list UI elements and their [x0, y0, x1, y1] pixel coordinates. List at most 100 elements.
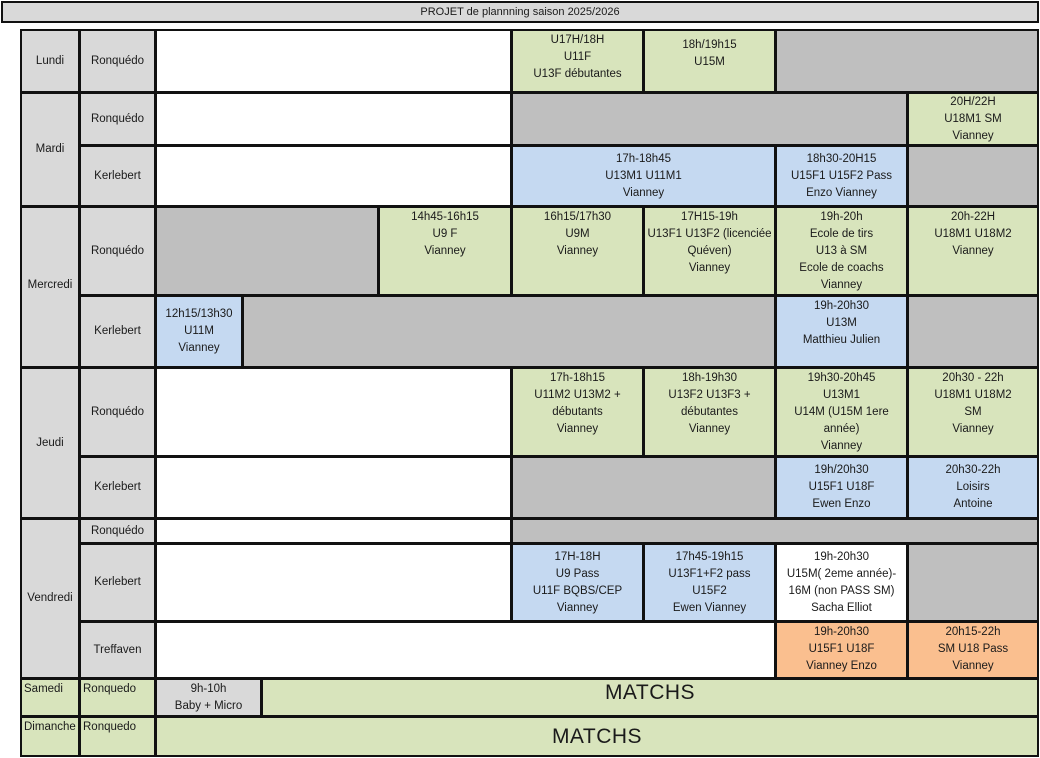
slot-line: 19h-20h30	[814, 626, 869, 638]
slot-line: U14M (U15M 1ere	[794, 406, 889, 418]
unavailable-slot	[242, 295, 776, 368]
venue-label-treffaven: Treffaven	[79, 621, 156, 679]
venue-label-ronquedo: Ronquedo	[79, 716, 156, 757]
slot-line: 18h/19h15	[682, 39, 737, 51]
slot-line: 9h-10h	[190, 682, 227, 695]
unavailable-slot	[907, 145, 1039, 207]
slot-line: Ecole de tirs	[809, 228, 874, 240]
slot-line: 20h30-22h	[945, 464, 1001, 476]
slot-line: 20H/22H	[950, 95, 996, 108]
day-label-jeudi: Jeudi	[20, 367, 80, 519]
slot-line: Loisirs	[956, 481, 990, 493]
empty-slot	[155, 543, 512, 622]
slot-line: Vianney	[178, 342, 220, 354]
slot-line: U15F1 U15F2 Pass	[791, 169, 892, 182]
slot-line: U13M1	[822, 389, 861, 401]
slot-line: U15F2	[692, 584, 727, 597]
venue-label-kerlebert: Kerlebert	[79, 456, 156, 519]
venue-label-kerlebert: Kerlebert	[79, 543, 156, 622]
slot-line: U15F1 U18F	[808, 643, 875, 655]
slot-line: Ewen Enzo	[812, 498, 871, 510]
slot-line: Vianney	[820, 279, 863, 291]
training-slot: 17h-18h45 U13M1 U11M1 Vianney	[511, 145, 776, 207]
slot-line: U15M	[694, 56, 725, 68]
slot-line: U13F débutantes	[533, 68, 622, 80]
venue-label-ronquedo: Ronquédo	[79, 367, 156, 457]
training-slot: 12h15/13h30 U11M Vianney	[155, 295, 243, 368]
slot-line: 18h-19h30	[682, 372, 737, 384]
training-slot: 19h-20h30 U15F1 U18F Vianney Enzo	[775, 621, 908, 679]
venue-label-kerlebert: Kerlebert	[79, 295, 156, 368]
training-slot: 17h45-19h15 U13F1+F2 pass U15F2 Ewen Via…	[643, 543, 776, 622]
slot-line: U13M1 U11M1	[605, 169, 682, 182]
training-slot: 19h30-20h45 U13M1 U14M (U15M 1ere année)…	[775, 367, 908, 457]
day-label-mardi: Mardi	[20, 92, 80, 207]
slot-line: 19h-20h30	[814, 300, 869, 312]
slot-line: U11F	[563, 51, 592, 63]
slot-line: SM	[964, 406, 982, 418]
training-slot: 16h15/17h30 U9M Vianney	[511, 206, 644, 296]
unavailable-slot	[775, 29, 1039, 93]
training-slot: 18h-19h30 U13F2 U13F3 + débutantes Viann…	[643, 367, 776, 457]
training-slot: 18h30-20H15 U15F1 U15F2 Pass Enzo Vianne…	[775, 145, 908, 207]
empty-slot	[155, 92, 512, 146]
slot-line: 17h-18h15	[550, 372, 605, 384]
slot-line: Vianney	[820, 440, 863, 452]
slot-line: U13F2 U13F3 +	[668, 389, 751, 401]
slot-line: Sacha Elliot	[811, 601, 872, 614]
training-slot: 20H/22H U18M1 SM Vianney	[907, 92, 1039, 146]
slot-line: 20h30 - 22h	[942, 372, 1004, 384]
slot-line: débutants	[552, 406, 603, 418]
slot-line: U11F BQBS/CEP	[532, 584, 623, 597]
slot-line: 19h-20h	[820, 211, 863, 223]
slot-line: Vianney	[622, 186, 665, 199]
unavailable-slot	[907, 295, 1039, 368]
slot-line: Vianney	[952, 660, 994, 672]
slot-line: U18M1 U18M2	[934, 389, 1012, 401]
slot-line: U13M	[826, 317, 857, 329]
slot-line: U15M( 2eme année)-	[786, 567, 897, 580]
slot-line: Antoine	[953, 498, 993, 510]
training-slot: 19h-20h30 U15M( 2eme année)- 16M (non PA…	[775, 543, 908, 622]
slot-line: U13F1 U13F2 (licenciée	[647, 228, 772, 240]
slot-line: Vianney	[556, 601, 599, 614]
slot-line: 18h30-20H15	[806, 152, 877, 165]
slot-line: Vianney Enzo	[806, 660, 877, 672]
training-slot: 19h-20h Ecole de tirs U13 à SM Ecole de …	[775, 206, 908, 296]
slot-line: Vianney	[952, 129, 994, 142]
slot-line: U9 Pass	[555, 567, 600, 580]
day-label-vendredi: Vendredi	[20, 518, 80, 679]
empty-slot	[155, 29, 512, 93]
slot-line: U11M2 U13M2 +	[534, 389, 621, 401]
slot-line: Quéven)	[687, 245, 732, 257]
empty-slot	[155, 621, 776, 679]
slot-line: U17H/18H	[550, 34, 605, 46]
slot-line: U11M	[184, 325, 214, 337]
training-slot: 20h-22H U18M1 U18M2 Vianney	[907, 206, 1039, 296]
training-slot: 20h30 - 22h U18M1 U18M2 SM Vianney	[907, 367, 1039, 457]
training-slot: 18h/19h15 U15M	[643, 29, 776, 93]
empty-slot	[155, 456, 512, 519]
slot-line: année)	[823, 423, 860, 435]
slot-line: Ewen Vianney	[672, 601, 747, 614]
training-slot: 20h30-22h Loisirs Antoine	[907, 456, 1039, 519]
slot-line: 17H-18H	[554, 550, 601, 563]
training-slot: 17H15-19h U13F1 U13F2 (licenciée Quéven)…	[643, 206, 776, 296]
slot-line: U13 à SM	[815, 245, 868, 257]
slot-line: Vianney	[688, 423, 731, 435]
day-label-mercredi: Mercredi	[20, 206, 80, 368]
slot-line: 17h45-19h15	[675, 550, 744, 563]
slot-line: 19h-20h30	[814, 550, 869, 563]
training-slot: 19h-20h30 U13M Matthieu Julien	[775, 295, 908, 368]
slot-line: U13F1+F2 pass	[668, 567, 751, 580]
slot-line: 17h-18h45	[616, 152, 671, 165]
slot-line: Vianney	[556, 245, 599, 257]
matchs-banner: MATCHS	[155, 716, 1039, 757]
slot-line: Ecole de coachs	[799, 262, 884, 274]
slot-line: Vianney	[952, 423, 994, 435]
slot-line: 12h15/13h30	[165, 308, 233, 320]
slot-line: 14h45-16h15	[411, 211, 479, 223]
slot-line: Vianney	[556, 423, 599, 435]
day-label-dimanche: Dimanche	[20, 716, 80, 757]
